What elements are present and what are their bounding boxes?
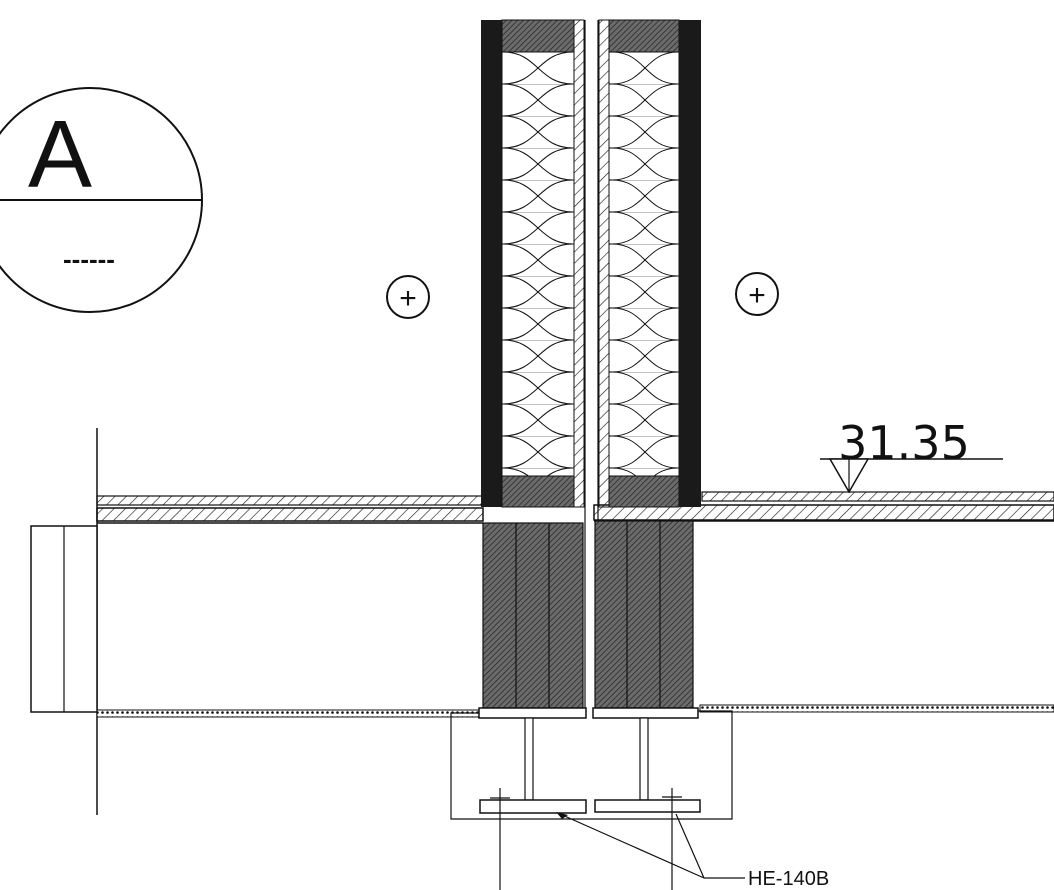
joint-block-left: [482, 522, 584, 709]
left-plus-symbol: +: [399, 282, 417, 315]
section-sheet-ref: ------: [63, 244, 115, 274]
right-plus-symbol: +: [748, 279, 766, 312]
left-plus-marker: +: [386, 275, 430, 319]
section-mark: A ------: [0, 87, 203, 313]
joint-block-right: [594, 520, 694, 709]
wall-panel-left: [481, 19, 586, 710]
callout-label: HE-140B: [748, 868, 829, 890]
floor-slab-right: [593, 491, 1054, 713]
floor-slab-left: [96, 495, 484, 718]
bolt-marker-right: [662, 788, 682, 890]
end-block: [30, 525, 98, 713]
wall-panel-right: [597, 19, 701, 710]
right-plus-marker: +: [735, 272, 779, 316]
level-marker: 31.35: [820, 416, 1003, 494]
section-letter: A: [28, 101, 92, 208]
steel-beam-right: [592, 707, 701, 813]
beam-callout: HE-140B: [556, 812, 829, 890]
bolt-marker-left: [490, 788, 510, 890]
steel-beam-left: [478, 707, 587, 814]
support-frame: [450, 710, 733, 820]
